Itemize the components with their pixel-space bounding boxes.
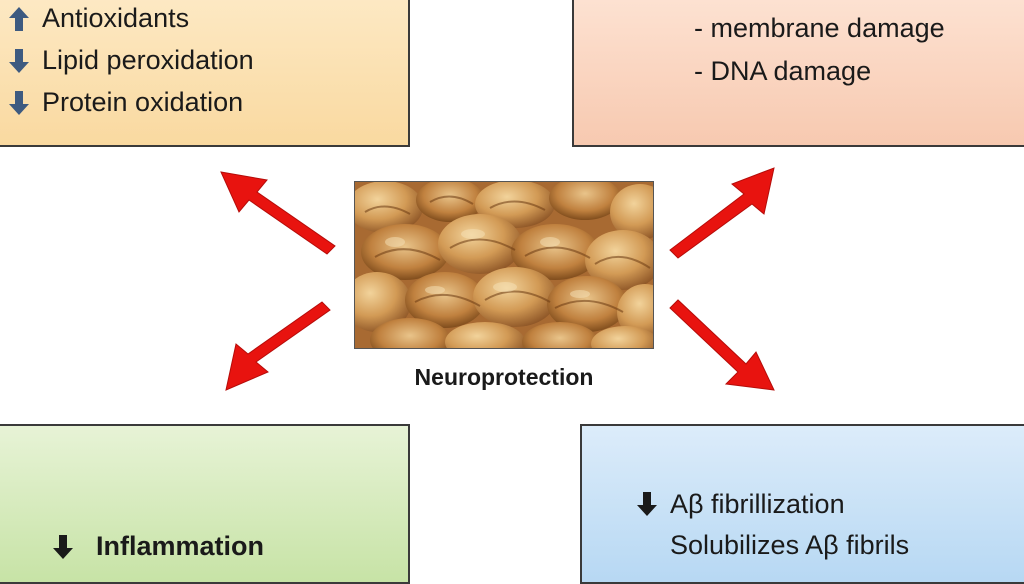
red-arrow-down-left-icon	[225, 301, 331, 391]
down-arrow-icon	[9, 90, 29, 115]
inflammation-line: Inflammation	[52, 533, 264, 560]
damage-box	[572, 0, 1024, 147]
dna-damage-label: - DNA damage	[694, 56, 872, 86]
lipid-peroxidation-label: Lipid peroxidation	[42, 45, 254, 75]
red-arrow-up-left-icon	[220, 171, 336, 255]
membrane-damage-label: - membrane damage	[694, 13, 945, 43]
walnut-kernels-picture	[355, 182, 653, 348]
protein-oxidation-line: Protein oxidation	[8, 89, 243, 116]
antioxidants-line: Antioxidants	[8, 5, 189, 32]
walnut-image	[354, 181, 654, 349]
red-arrow-down-right-icon	[669, 299, 775, 391]
solubilizes-fibrils-label: Solubilizes Aβ fibrils	[670, 530, 910, 560]
down-arrow-icon	[9, 48, 29, 73]
antioxidant-effects-box	[0, 0, 410, 147]
neuroprotection-caption: Neuroprotection	[414, 364, 594, 390]
abeta-fibrillization-line: Aβ fibrillization	[636, 489, 845, 519]
solubilizes-fibrils-line: Solubilizes Aβ fibrils	[670, 532, 909, 559]
protein-oxidation-label: Protein oxidation	[42, 87, 244, 117]
dna-damage-line: - DNA damage	[694, 58, 871, 85]
down-arrow-icon	[637, 492, 657, 516]
inflammation-label: Inflammation	[96, 531, 265, 561]
lipid-peroxidation-line: Lipid peroxidation	[8, 47, 254, 74]
abeta-fibrillization-label: Aβ fibrillization	[670, 488, 845, 519]
red-arrow-up-right-icon	[669, 167, 775, 259]
antioxidants-label: Antioxidants	[42, 3, 190, 33]
amyloid-beta-box	[580, 424, 1024, 584]
membrane-damage-line: - membrane damage	[694, 15, 945, 42]
up-arrow-icon	[9, 6, 29, 31]
down-arrow-icon	[53, 534, 73, 559]
